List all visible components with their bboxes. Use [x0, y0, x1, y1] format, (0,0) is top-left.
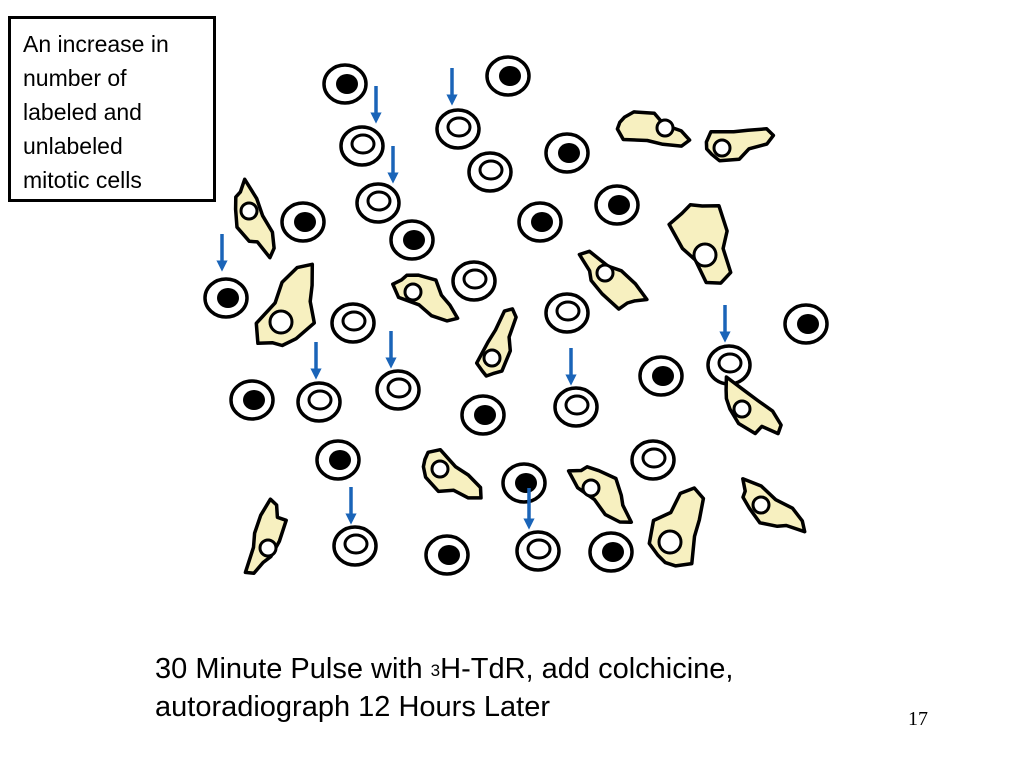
- labeled-cell: [231, 381, 273, 419]
- interphase-cell: [245, 499, 286, 573]
- caption: 30 Minute Pulse with 3H-TdR, add colchic…: [155, 650, 733, 726]
- labeled-cell: [462, 396, 504, 434]
- labeled-cell: [590, 533, 632, 571]
- interphase-cell: [726, 377, 781, 434]
- interphase-cell: [743, 479, 805, 532]
- labeled-cell: [282, 203, 324, 241]
- labeled-cell: [546, 134, 588, 172]
- mitotic-cell: [377, 371, 419, 409]
- mitotic-cell: [332, 304, 374, 342]
- labeled-cell: [426, 536, 468, 574]
- cell-layer: [205, 57, 827, 574]
- mitotic-cell: [341, 127, 383, 165]
- labeled-cell: [324, 65, 366, 103]
- labeled-cell: [596, 186, 638, 224]
- caption-line-2: autoradiograph 12 Hours Later: [155, 688, 733, 726]
- mitotic-cell: [298, 383, 340, 421]
- slide-number: 17: [908, 708, 928, 731]
- mitotic-cell: [517, 532, 559, 570]
- labeled-cell: [640, 357, 682, 395]
- labeled-cell: [205, 279, 247, 317]
- interphase-cell: [423, 450, 481, 498]
- interphase-cell: [477, 309, 516, 376]
- labeled-cell: [391, 221, 433, 259]
- interphase-cell: [393, 275, 458, 321]
- interphase-cell: [579, 251, 647, 309]
- interphase-cell: [236, 179, 275, 257]
- interphase-cell: [617, 112, 689, 146]
- labeled-cell: [503, 464, 545, 502]
- labeled-cell: [785, 305, 827, 343]
- labeled-cell: [317, 441, 359, 479]
- interphase-cell: [669, 205, 731, 283]
- mitotic-cell: [437, 110, 479, 148]
- mitotic-cell: [469, 153, 511, 191]
- interphase-cell: [569, 467, 632, 522]
- mitotic-cell: [546, 294, 588, 332]
- labeled-cell: [519, 203, 561, 241]
- labeled-cell: [487, 57, 529, 95]
- mitotic-cell: [555, 388, 597, 426]
- mitotic-cell: [334, 527, 376, 565]
- caption-line-1: 30 Minute Pulse with 3H-TdR, add colchic…: [155, 650, 733, 688]
- mitotic-cell: [632, 441, 674, 479]
- mitotic-cell: [357, 184, 399, 222]
- interphase-cell: [649, 488, 703, 566]
- interphase-cell: [706, 129, 773, 161]
- mitotic-cell: [453, 262, 495, 300]
- interphase-cell: [256, 264, 314, 345]
